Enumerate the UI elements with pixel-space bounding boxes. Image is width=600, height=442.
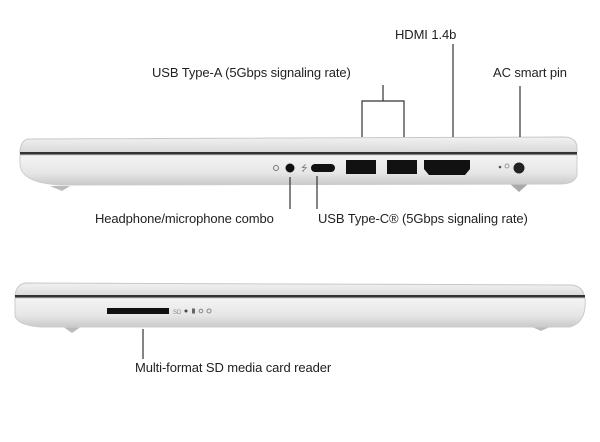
power-icon bbox=[206, 308, 212, 314]
label-hdmi: HDMI 1.4b bbox=[395, 27, 457, 42]
laptop-right-side: ⭍ bbox=[19, 136, 578, 192]
label-ac-smart-pin: AC smart pin bbox=[493, 65, 567, 80]
usb-a-port-2 bbox=[387, 160, 417, 174]
sd-marking: SD bbox=[173, 310, 182, 316]
led-indicator bbox=[184, 309, 188, 313]
usb-a-port-1 bbox=[346, 160, 376, 174]
foot bbox=[510, 184, 528, 192]
label-headphone-combo: Headphone/microphone combo bbox=[95, 211, 274, 226]
foot bbox=[50, 186, 70, 191]
laptop-left-side: SD bbox=[14, 282, 586, 333]
label-sd-card-reader: Multi-format SD media card reader bbox=[135, 360, 332, 375]
lid-seam bbox=[20, 152, 577, 155]
power-icon bbox=[504, 163, 510, 169]
ac-smart-pin-port bbox=[513, 162, 525, 174]
usb-icon: ⭍ bbox=[301, 164, 308, 173]
headphone-icon bbox=[273, 165, 279, 171]
lid-seam bbox=[15, 295, 585, 298]
label-usb-type-a: USB Type-A (5Gbps signaling rate) bbox=[152, 65, 351, 80]
led-icon bbox=[198, 308, 204, 314]
sd-card-slot bbox=[107, 308, 169, 314]
label-usb-type-c: USB Type-C® (5Gbps signaling rate) bbox=[318, 211, 528, 226]
hdmi-port bbox=[424, 160, 470, 175]
drive-icon bbox=[192, 308, 195, 314]
callout-lines bbox=[142, 44, 521, 359]
foot bbox=[62, 326, 82, 333]
lid bbox=[19, 136, 578, 154]
usb-c-port bbox=[311, 164, 335, 172]
headphone-jack bbox=[285, 163, 295, 173]
lid bbox=[14, 282, 585, 298]
base bbox=[19, 154, 578, 186]
base bbox=[14, 297, 586, 328]
led-indicator bbox=[498, 165, 502, 169]
